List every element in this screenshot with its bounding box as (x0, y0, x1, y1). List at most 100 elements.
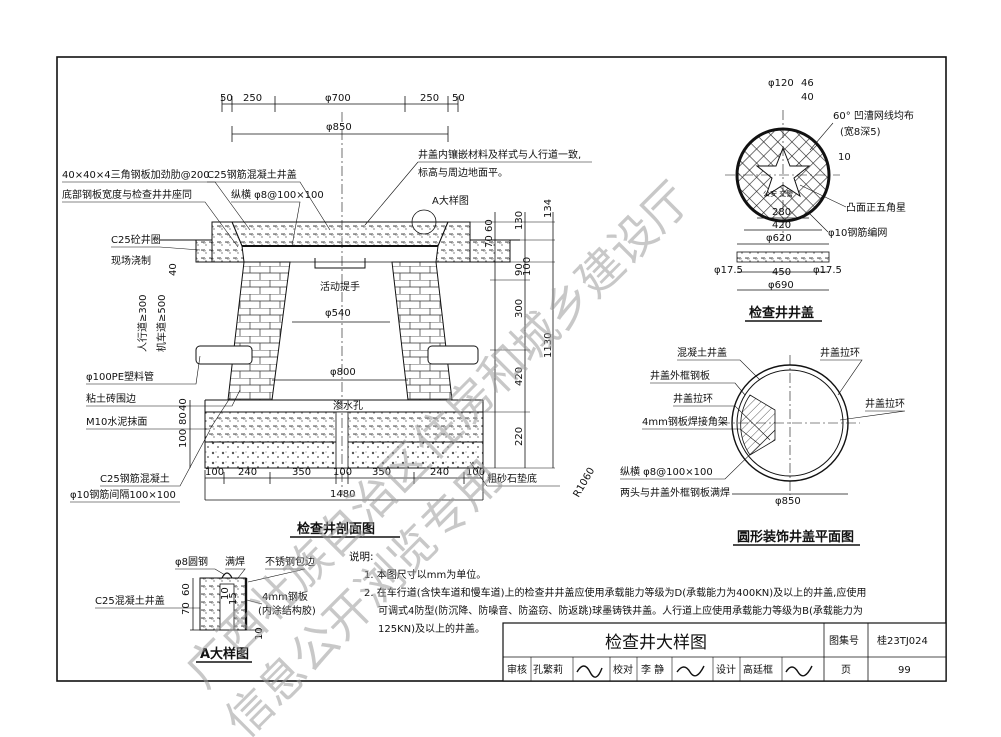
label-lid-note-1: 井盖内镶嵌材料及样式与人行道一致, (418, 148, 581, 161)
dim-90: 90 (514, 263, 525, 276)
cover-groove: 60° 凹漕网线均布 (833, 109, 914, 122)
note-2c: 125KN)及以上的井盖。 (378, 622, 485, 635)
dim-1130: 1130 (543, 333, 554, 358)
reviewer-signature (576, 665, 603, 678)
dim-bottom-240b: 240 (430, 467, 449, 478)
label-c25-base: C25钢筋混凝土 (100, 472, 170, 485)
sheet-frame (56, 56, 947, 682)
note-2b: 可调式4防型(防沉降、防噪音、防盗窃、防返跳)球墨铸铁井盖。人行道上应使用承载能… (378, 604, 863, 617)
decor-weld: 两头与井盖外框钢板满焊 (620, 486, 730, 499)
label-angle-steel: 40×40×4三角钢板加劲肋@200 (62, 168, 210, 181)
cover-inner-text: 公安 交警 (763, 189, 793, 198)
cover-plan: 公安 交警 φ120 46 40 R1060 60° 凹漕网线均布 (宽8深5)… (572, 78, 914, 499)
detail-plate: 4mm钢板 (262, 590, 308, 603)
section-view-title: 检查井剖面图 (297, 521, 375, 537)
dim-bottom-350b: 350 (372, 467, 391, 478)
detail-a: 60 70 10 15 10 φ8圆钢 满焊 不锈钢包边 C25混凝土井盖 4m… (95, 555, 316, 663)
checker-name: 李 静 (641, 663, 664, 676)
decor-ring-right: 井盖拉环 (865, 397, 905, 410)
dim-left-40b: 40 (178, 398, 189, 411)
dim-220: 220 (514, 427, 525, 446)
label-bottom-plate: 底部钢板宽度与检查井井座同 (62, 188, 192, 201)
detail-d10b: 10 (254, 627, 265, 640)
page-label: 页 (841, 664, 851, 676)
label-cast-in-place: 现场浇制 (111, 254, 151, 267)
dim-top-250-right: 250 (420, 93, 439, 104)
handle-label: 活动提手 (320, 280, 360, 293)
label-detail-a-ref: A大样图 (432, 194, 469, 207)
label-lid-note-2: 标高与周边地面平。 (418, 166, 508, 179)
decor-plan: φ850 混凝土井盖 井盖外框钢板 井盖拉环 井盖拉环 井盖拉环 4mm钢板焊接… (620, 346, 906, 546)
decor-frame-plate: 井盖外框钢板 (650, 369, 710, 382)
note-1: 1. 本图尺寸以mm为单位。 (364, 568, 486, 581)
decor-plan-title: 圆形装饰井盖平面图 (737, 529, 854, 545)
cover-d40: 40 (801, 92, 814, 103)
dim-left-100: 100 (178, 429, 189, 448)
detail-ss-wrap: 不锈钢包边 (265, 555, 315, 568)
designer-name: 高廷框 (743, 663, 773, 676)
label-pedestrian: 人行道≥300 (136, 295, 149, 352)
dim-850: φ850 (326, 122, 352, 133)
cover-phi120: φ120 (768, 78, 794, 89)
design-label: 设计 (716, 663, 736, 676)
dim-bottom-350a: 350 (292, 467, 311, 478)
dim-60: 60 (484, 219, 495, 232)
dim-bottom-100a: 100 (205, 467, 224, 478)
dim-top-50-right: 50 (452, 93, 465, 104)
designer-signature (785, 665, 813, 677)
section-view: 50 250 φ700 250 50 φ850 活动提手 φ540 φ800 (62, 93, 592, 538)
dim-800: φ800 (330, 367, 356, 378)
cover-d46: 46 (801, 78, 814, 89)
detail-d10a: 10 (220, 587, 231, 600)
detail-d60: 60 (181, 583, 192, 596)
decor-ring-left: 井盖拉环 (673, 392, 713, 405)
cover-d450: 450 (772, 267, 791, 278)
cover-star: 凸面正五角星 (846, 202, 906, 214)
detail-round-steel: φ8圆钢 (175, 555, 208, 568)
dim-300: 300 (514, 299, 525, 318)
decor-phi850: φ850 (775, 496, 801, 507)
cover-phi690: φ690 (768, 280, 794, 291)
decor-concrete-lid: 混凝土井盖 (677, 346, 727, 359)
dim-134: 134 (543, 199, 554, 218)
label-gravel: 粗砂石垫底 (487, 472, 537, 485)
notes-heading: 说明: (349, 550, 374, 563)
dim-70: 70 (484, 235, 495, 248)
title-block: 检查井大样图 图集号 桂23TJ024 审核 孔繁莉 校对 李 静 设计 高廷框… (502, 622, 947, 682)
label-vehicle: 机车道≥500 (155, 295, 168, 352)
label-mortar: M10水泥抹面 (86, 415, 147, 428)
dim-left-80: 80 (178, 412, 189, 425)
dim-100: 100 (522, 257, 533, 276)
dim-130: 130 (514, 211, 525, 230)
detail-d15: 15 (228, 592, 239, 605)
cover-plan-title: 检查井井盖 (749, 305, 814, 321)
decor-angle-frame: 4mm钢板焊接角架 (642, 415, 728, 428)
seep-hole-label: 渗水孔 (333, 399, 363, 412)
dim-top-250-left: 250 (243, 93, 262, 104)
note-2a: 2. 在车行道(含快车道和慢车道)上的检查井井盖应使用承载能力等级为D(承载能力… (364, 586, 866, 599)
detail-plate-sub: (内涂结构胶) (258, 604, 316, 617)
dim-bottom-100b: 100 (333, 467, 352, 478)
dim-top-50-left: 50 (220, 93, 233, 104)
dim-1480: 1480 (330, 489, 355, 500)
cover-phi620: φ620 (766, 233, 792, 244)
dim-left-40: 40 (168, 263, 179, 276)
check-label: 校对 (613, 663, 633, 676)
label-clay-brick: 粘土砖围边 (86, 392, 136, 405)
cover-phi17-left: φ17.5 (714, 265, 743, 276)
detail-d70: 70 (181, 602, 192, 615)
label-rebar-grid: 纵横 φ8@100×100 (231, 188, 324, 201)
cover-mesh: φ10钢筋编网 (828, 226, 887, 239)
dim-top-700: φ700 (325, 93, 351, 104)
label-c25-lid: C25钢筋混凝土井盖 (207, 168, 297, 181)
drawing-title: 检查井大样图 (605, 633, 707, 653)
cover-d420: 420 (772, 220, 791, 231)
dim-420: 420 (514, 367, 525, 386)
reviewer-name: 孔繁莉 (533, 663, 563, 676)
cover-groove-sub: (宽8深5) (840, 125, 881, 138)
cover-phi17-right: φ17.5 (813, 265, 842, 276)
detail-a-title: A大样图 (200, 646, 249, 662)
detail-c25-lid: C25混凝土井盖 (95, 594, 165, 607)
label-c25-ring: C25砼井圈 (111, 233, 161, 246)
cover-r1060: R1060 (572, 466, 598, 500)
